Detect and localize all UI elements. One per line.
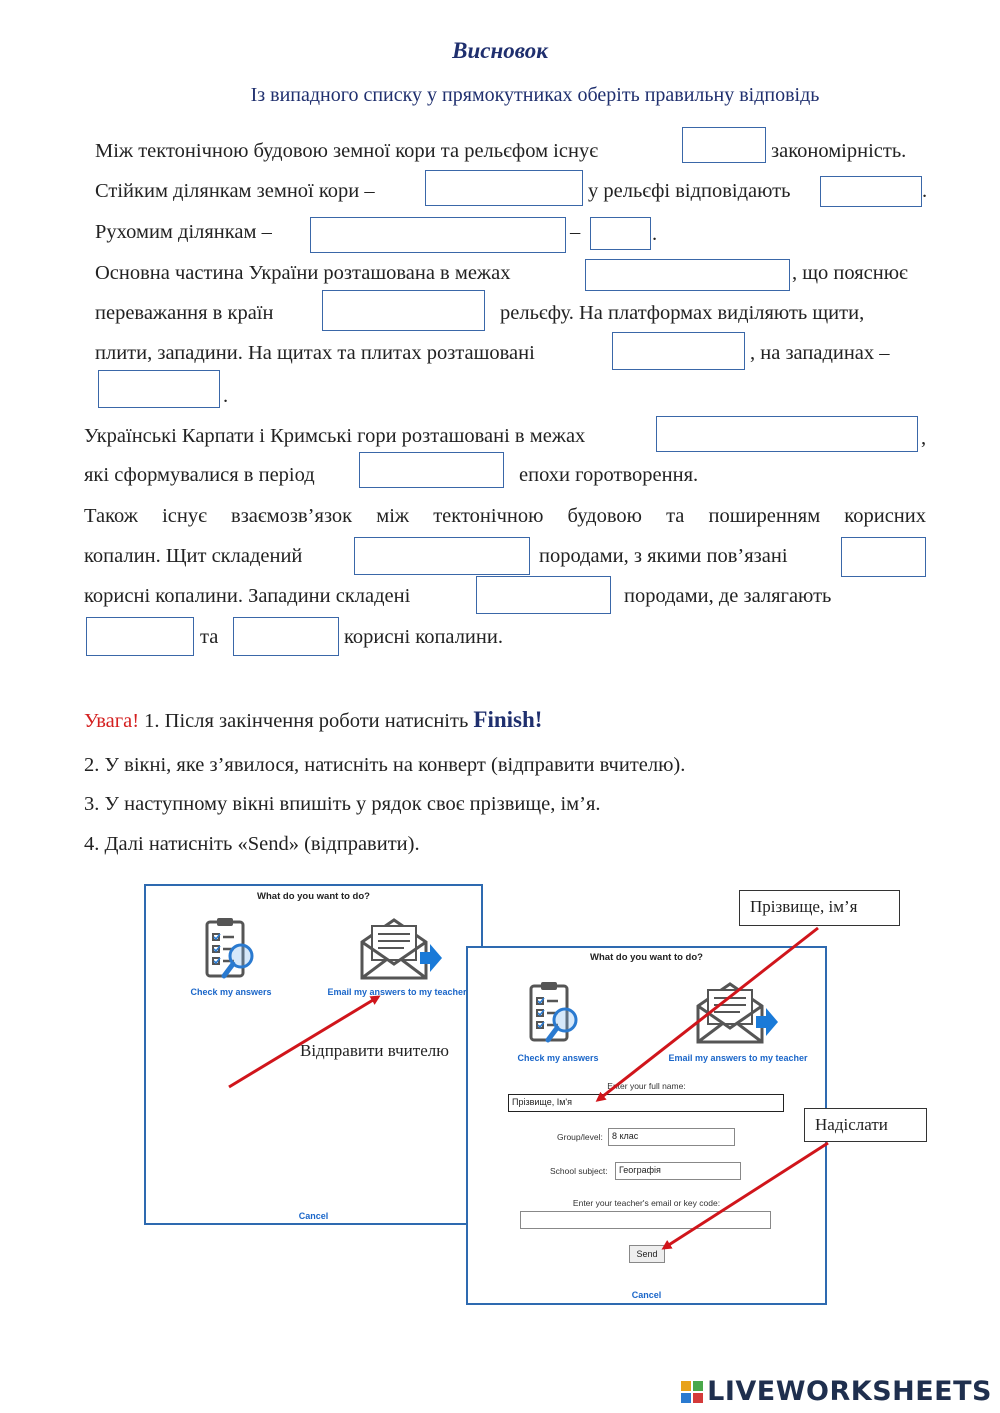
text-line-12b: породами, де залягають bbox=[624, 585, 832, 607]
dialog-1-check-answers[interactable]: Check my answers bbox=[190, 987, 272, 997]
dialog-2-check-answers[interactable]: Check my answers bbox=[517, 1053, 599, 1063]
teacher-email-input[interactable] bbox=[520, 1211, 771, 1229]
answer-box-7[interactable] bbox=[322, 290, 485, 331]
text-line-8a: Українські Карпати і Кримські гори розта… bbox=[84, 425, 586, 447]
text-line-8b: , bbox=[921, 427, 927, 449]
clipboard-search-icon bbox=[205, 918, 254, 979]
text-line-6a: плити, западини. На щитах та плитах розт… bbox=[95, 342, 535, 364]
text-line-9a: які сформувалися в період bbox=[84, 464, 315, 486]
answer-box-15[interactable] bbox=[86, 617, 194, 656]
group-input[interactable]: 8 клас bbox=[608, 1128, 735, 1146]
instruction-step-1: Увага! 1. Після закінчення роботи натисн… bbox=[84, 707, 542, 734]
subject-input[interactable]: Географія bbox=[615, 1162, 741, 1180]
liveworksheets-logo: LIVEWORKSHEETS bbox=[681, 1376, 992, 1407]
answer-box-10[interactable] bbox=[656, 416, 918, 452]
callout-send: Надіслати bbox=[804, 1108, 927, 1142]
text-line-2a: Стійким ділянкам земної кори – bbox=[95, 180, 375, 202]
answer-box-9[interactable] bbox=[98, 370, 220, 408]
page-title: Висновок bbox=[452, 38, 548, 63]
text-line-2b: у рельєфі відповідають bbox=[588, 180, 791, 202]
text-line-10a: Також існує взаємозв’язок між тектонічно… bbox=[84, 505, 926, 527]
text-line-7a: . bbox=[223, 385, 229, 407]
full-name-input[interactable]: Прізвище, Ім'я bbox=[508, 1094, 784, 1112]
dialog-2-title: What do you want to do? bbox=[590, 952, 703, 963]
subject-label: School subject: bbox=[550, 1166, 608, 1176]
send-button[interactable]: Send bbox=[629, 1245, 665, 1263]
text-line-11b: породами, з якими пов’язані bbox=[539, 545, 788, 567]
answer-box-2[interactable] bbox=[425, 170, 583, 206]
callout-send-teacher: Відправити вчителю bbox=[300, 1036, 449, 1066]
logo-text: LIVEWORKSHEETS bbox=[707, 1376, 992, 1407]
answer-box-11[interactable] bbox=[359, 452, 504, 488]
dialog-2-cancel[interactable]: Cancel bbox=[631, 1290, 662, 1300]
text-line-5a: переважання в країн bbox=[95, 302, 274, 324]
answer-box-1[interactable] bbox=[682, 127, 766, 163]
text-line-1b: закономірність. bbox=[771, 140, 907, 162]
finish-label: Finish! bbox=[473, 707, 543, 732]
teacher-email-label: Enter your teacher's email or key code: bbox=[572, 1198, 721, 1208]
clipboard-search-icon bbox=[529, 982, 578, 1043]
text-line-9b: епохи горотворення. bbox=[519, 464, 699, 486]
text-line-12a: корисні копалини. Западини складені bbox=[84, 585, 411, 607]
envelope-send-icon[interactable] bbox=[692, 980, 780, 1046]
answer-box-4[interactable] bbox=[310, 217, 566, 253]
warning-label: Увага! bbox=[84, 710, 140, 732]
text-line-5b: рельєфу. На платформах виділяють щити, bbox=[500, 302, 865, 324]
text-line-3a: Рухомим ділянкам – bbox=[95, 221, 272, 243]
callout-name: Прізвище, ім’я bbox=[739, 890, 900, 926]
instruction-step-2: 2. У вікні, яке з’явилося, натисніть на … bbox=[84, 754, 686, 776]
dialog-screenshot-2: What do you want to do? Check my answers… bbox=[466, 946, 827, 1305]
answer-box-3[interactable] bbox=[820, 176, 922, 207]
text-line-3b: – bbox=[570, 221, 581, 243]
text-line-2c: . bbox=[922, 180, 928, 202]
answer-box-8[interactable] bbox=[612, 332, 745, 370]
dialog-1-title: What do you want to do? bbox=[257, 891, 370, 902]
answer-box-16[interactable] bbox=[233, 617, 339, 656]
envelope-send-icon[interactable] bbox=[356, 916, 444, 982]
text-line-6b: , на западинах – bbox=[750, 342, 890, 364]
text-line-3c: . bbox=[652, 223, 658, 245]
text-line-13a: та bbox=[200, 626, 219, 648]
answer-box-13[interactable] bbox=[841, 537, 926, 577]
text-line-4a: Основна частина України розташована в ме… bbox=[95, 262, 511, 284]
name-label: Enter your full name: bbox=[607, 1081, 686, 1091]
group-label: Group/level: bbox=[557, 1132, 603, 1142]
dialog-1-email-answers[interactable]: Email my answers to my teacher bbox=[327, 987, 467, 997]
text-line-1a: Між тектонічною будовою земної кори та р… bbox=[95, 140, 598, 162]
dialog-2-email-answers[interactable]: Email my answers to my teacher bbox=[668, 1053, 808, 1063]
dialog-1-cancel[interactable]: Cancel bbox=[298, 1211, 329, 1221]
answer-box-6[interactable] bbox=[585, 259, 790, 291]
answer-box-14[interactable] bbox=[476, 576, 611, 614]
text-line-13b: корисні копалини. bbox=[344, 626, 503, 648]
instruction-subtitle: Із випадного списку у прямокутниках обер… bbox=[250, 84, 820, 106]
answer-box-12[interactable] bbox=[354, 537, 530, 575]
instruction-step-3: 3. У наступному вікні впишіть у рядок св… bbox=[84, 793, 601, 815]
text-line-4b: , що пояснює bbox=[792, 262, 908, 284]
instruction-step-4: 4. Далі натисніть «Send» (відправити). bbox=[84, 833, 420, 855]
answer-box-5[interactable] bbox=[590, 217, 651, 250]
step-1-text: 1. Після закінчення роботи натисніть bbox=[139, 710, 474, 732]
text-line-11a: копалин. Щит складений bbox=[84, 545, 303, 567]
logo-grid-icon bbox=[681, 1381, 704, 1403]
